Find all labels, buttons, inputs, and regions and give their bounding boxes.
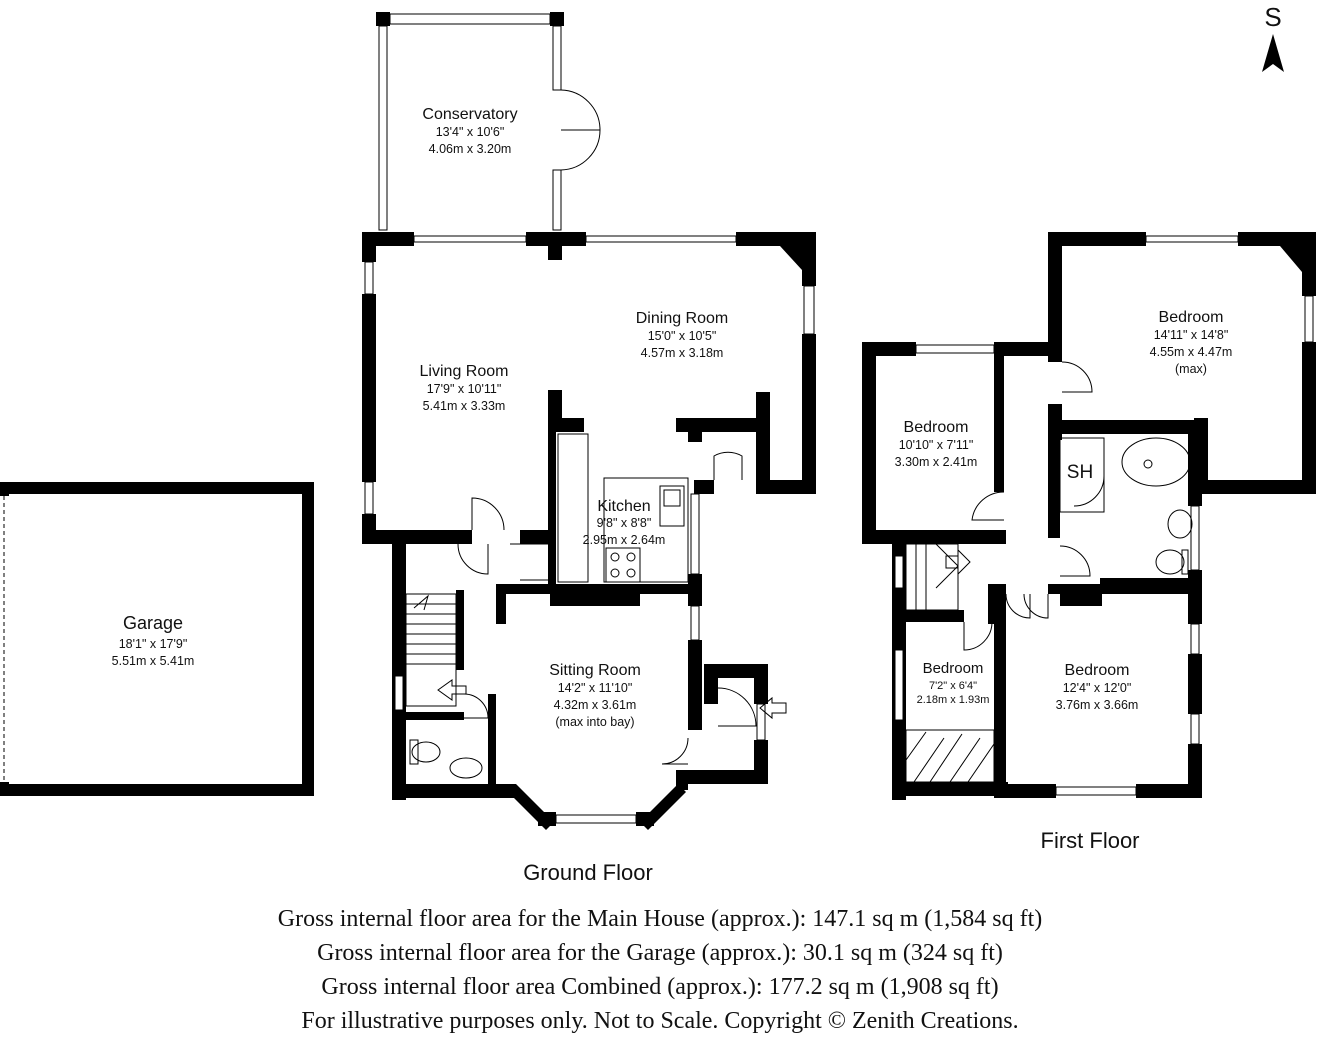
room-name: Conservatory xyxy=(422,106,517,123)
room-name: Dining Room xyxy=(636,310,728,327)
garage xyxy=(0,482,314,796)
room-dim-imperial: 13'4" x 10'6" xyxy=(436,125,505,139)
room-label-bedroom-4: Bedroom 7'2" x 6'4" 2.18m x 1.93m xyxy=(917,660,990,706)
stairs xyxy=(405,593,457,707)
room-name: Living Room xyxy=(420,363,509,380)
compass: S xyxy=(1262,2,1284,72)
room-dim-metric: 4.06m x 3.20m xyxy=(429,142,512,156)
compass-label: S xyxy=(1264,2,1281,32)
area-combined: Gross internal floor area Combined (appr… xyxy=(321,974,999,1000)
stairs-first xyxy=(905,543,971,611)
floor-plan: S xyxy=(0,2,1316,885)
room-dim-metric: 2.18m x 1.93m xyxy=(917,694,990,706)
area-main-house: Gross internal floor area for the Main H… xyxy=(277,906,1043,932)
room-label-kitchen: Kitchen 9'8" x 8'8" 2.95m x 2.64m xyxy=(583,498,666,547)
floor-label-ground: Ground Floor xyxy=(523,860,653,885)
room-dim-metric: 5.51m x 5.41m xyxy=(112,654,195,668)
room-label-dining: Dining Room 15'0" x 10'5" 4.57m x 3.18m xyxy=(636,310,728,360)
room-note: (max into bay) xyxy=(555,715,634,729)
room-label-sitting: Sitting Room 14'2" x 11'10" 4.32m x 3.61… xyxy=(549,662,641,729)
room-name: Kitchen xyxy=(597,498,650,515)
compass-arrow-icon xyxy=(1262,34,1284,72)
area-garage: Gross internal floor area for the Garage… xyxy=(317,940,1003,966)
room-dim-imperial: 18'1" x 17'9" xyxy=(119,637,188,651)
room-dim-imperial: 14'11" x 14'8" xyxy=(1154,328,1229,342)
room-name: Sitting Room xyxy=(549,662,641,679)
room-label-bedroom-2: Bedroom 10'10" x 7'11" 3.30m x 2.41m xyxy=(895,419,978,469)
room-dim-metric: 3.76m x 3.66m xyxy=(1056,698,1139,712)
floor-label-first: First Floor xyxy=(1041,828,1140,853)
copyright-note: For illustrative purposes only. Not to S… xyxy=(301,1008,1019,1034)
room-dim-imperial: 9'8" x 8'8" xyxy=(597,516,652,530)
room-dim-imperial: 7'2" x 6'4" xyxy=(929,680,977,692)
room-dim-metric: 4.32m x 3.61m xyxy=(554,698,637,712)
room-label-conservatory: Conservatory 13'4" x 10'6" 4.06m x 3.20m xyxy=(422,106,517,156)
room-name: Garage xyxy=(123,613,183,633)
room-label-bedroom-3: Bedroom 12'4" x 12'0" 3.76m x 3.66m xyxy=(1056,662,1139,712)
room-note: (max) xyxy=(1175,362,1207,376)
room-dim-metric: 3.30m x 2.41m xyxy=(895,455,978,469)
room-dim-metric: 2.95m x 2.64m xyxy=(583,533,666,547)
room-label-shower: SH xyxy=(1067,462,1093,483)
room-name: Bedroom xyxy=(1159,309,1224,326)
room-label-bedroom-main: Bedroom 14'11" x 14'8" 4.55m x 4.47m (ma… xyxy=(1150,309,1233,376)
conservatory-walls xyxy=(376,12,601,231)
room-dim-metric: 5.41m x 3.33m xyxy=(423,399,506,413)
room-name: Bedroom xyxy=(923,660,984,677)
room-label-living: Living Room 17'9" x 10'11" 5.41m x 3.33m xyxy=(420,363,509,413)
room-name: SH xyxy=(1067,462,1093,483)
ground-floor xyxy=(362,12,816,830)
room-dim-metric: 4.55m x 4.47m xyxy=(1150,345,1233,359)
area-summary: Gross internal floor area for the Main H… xyxy=(0,902,1320,1038)
room-name: Bedroom xyxy=(1065,662,1130,679)
room-dim-imperial: 10'10" x 7'11" xyxy=(899,438,974,452)
room-dim-metric: 4.57m x 3.18m xyxy=(641,346,724,360)
first-floor xyxy=(862,232,1316,800)
room-label-garage: Garage 18'1" x 17'9" 5.51m x 5.41m xyxy=(112,613,195,668)
room-name: Bedroom xyxy=(904,419,969,436)
room-dim-imperial: 12'4" x 12'0" xyxy=(1063,681,1132,695)
room-dim-imperial: 14'2" x 11'10" xyxy=(558,681,633,695)
room-dim-imperial: 15'0" x 10'5" xyxy=(648,329,717,343)
room-dim-imperial: 17'9" x 10'11" xyxy=(427,382,502,396)
